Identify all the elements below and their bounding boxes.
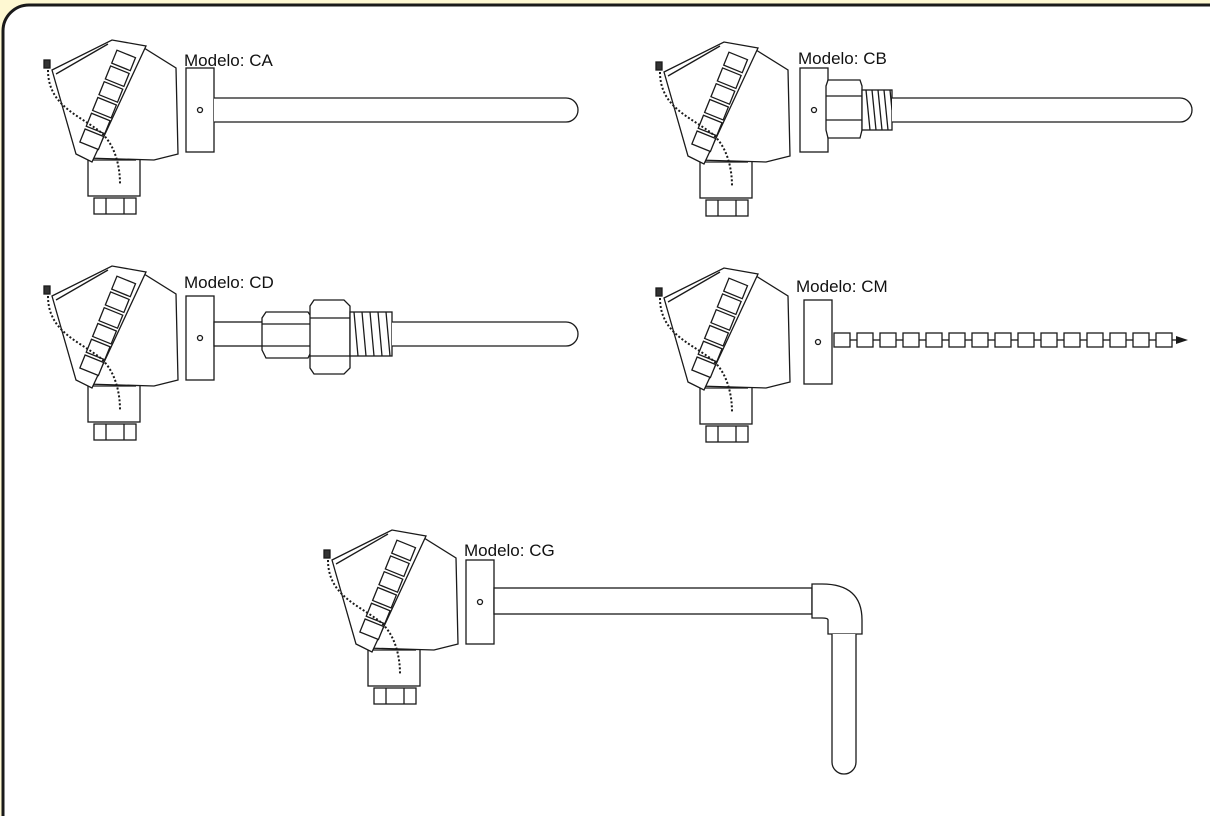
collar <box>803 299 833 385</box>
collar <box>185 295 215 381</box>
hex-fitting <box>309 299 351 375</box>
sheath-tube <box>892 97 1193 123</box>
chain-link <box>925 332 943 348</box>
model-label: Modelo: CG <box>464 541 555 560</box>
model-cm: Modelo: CM <box>655 267 1188 443</box>
model-cg: Modelo: CG <box>323 529 863 775</box>
chain-link <box>1040 332 1058 348</box>
chain-link <box>1086 332 1104 348</box>
threaded-fitting <box>861 89 893 131</box>
probe-tip <box>1176 336 1188 344</box>
flexible-link-chain <box>833 332 1179 348</box>
collar <box>799 67 829 153</box>
chain-link <box>994 332 1012 348</box>
model-ca: Modelo: CA <box>43 39 579 215</box>
pipe-segment <box>213 321 265 347</box>
chain-link <box>833 332 851 348</box>
collar <box>185 67 215 153</box>
model-label: Modelo: CD <box>184 273 274 292</box>
hex-nut <box>825 79 863 139</box>
sheath-tube <box>493 587 813 615</box>
threaded-fitting <box>349 311 393 357</box>
chain-link <box>1017 332 1035 348</box>
model-label: Modelo: CA <box>184 51 273 70</box>
sheath-tube <box>392 321 579 347</box>
vertical-tube <box>831 634 857 775</box>
collar <box>465 559 495 645</box>
diagram-frame <box>1 3 1210 816</box>
chain-link <box>971 332 989 348</box>
chain-link <box>879 332 897 348</box>
chain-link <box>1132 332 1150 348</box>
chain-link <box>948 332 966 348</box>
compression-nut <box>261 311 313 359</box>
sheath-tube <box>214 97 579 123</box>
model-label: Modelo: CM <box>796 277 888 296</box>
chain-link <box>856 332 874 348</box>
chain-link <box>1063 332 1081 348</box>
chain-link <box>1155 332 1173 348</box>
chain-link <box>1109 332 1127 348</box>
model-label: Modelo: CB <box>798 49 887 68</box>
model-cb: Modelo: CB <box>655 41 1193 217</box>
chain-link <box>902 332 920 348</box>
model-cd: Modelo: CD <box>43 265 579 441</box>
